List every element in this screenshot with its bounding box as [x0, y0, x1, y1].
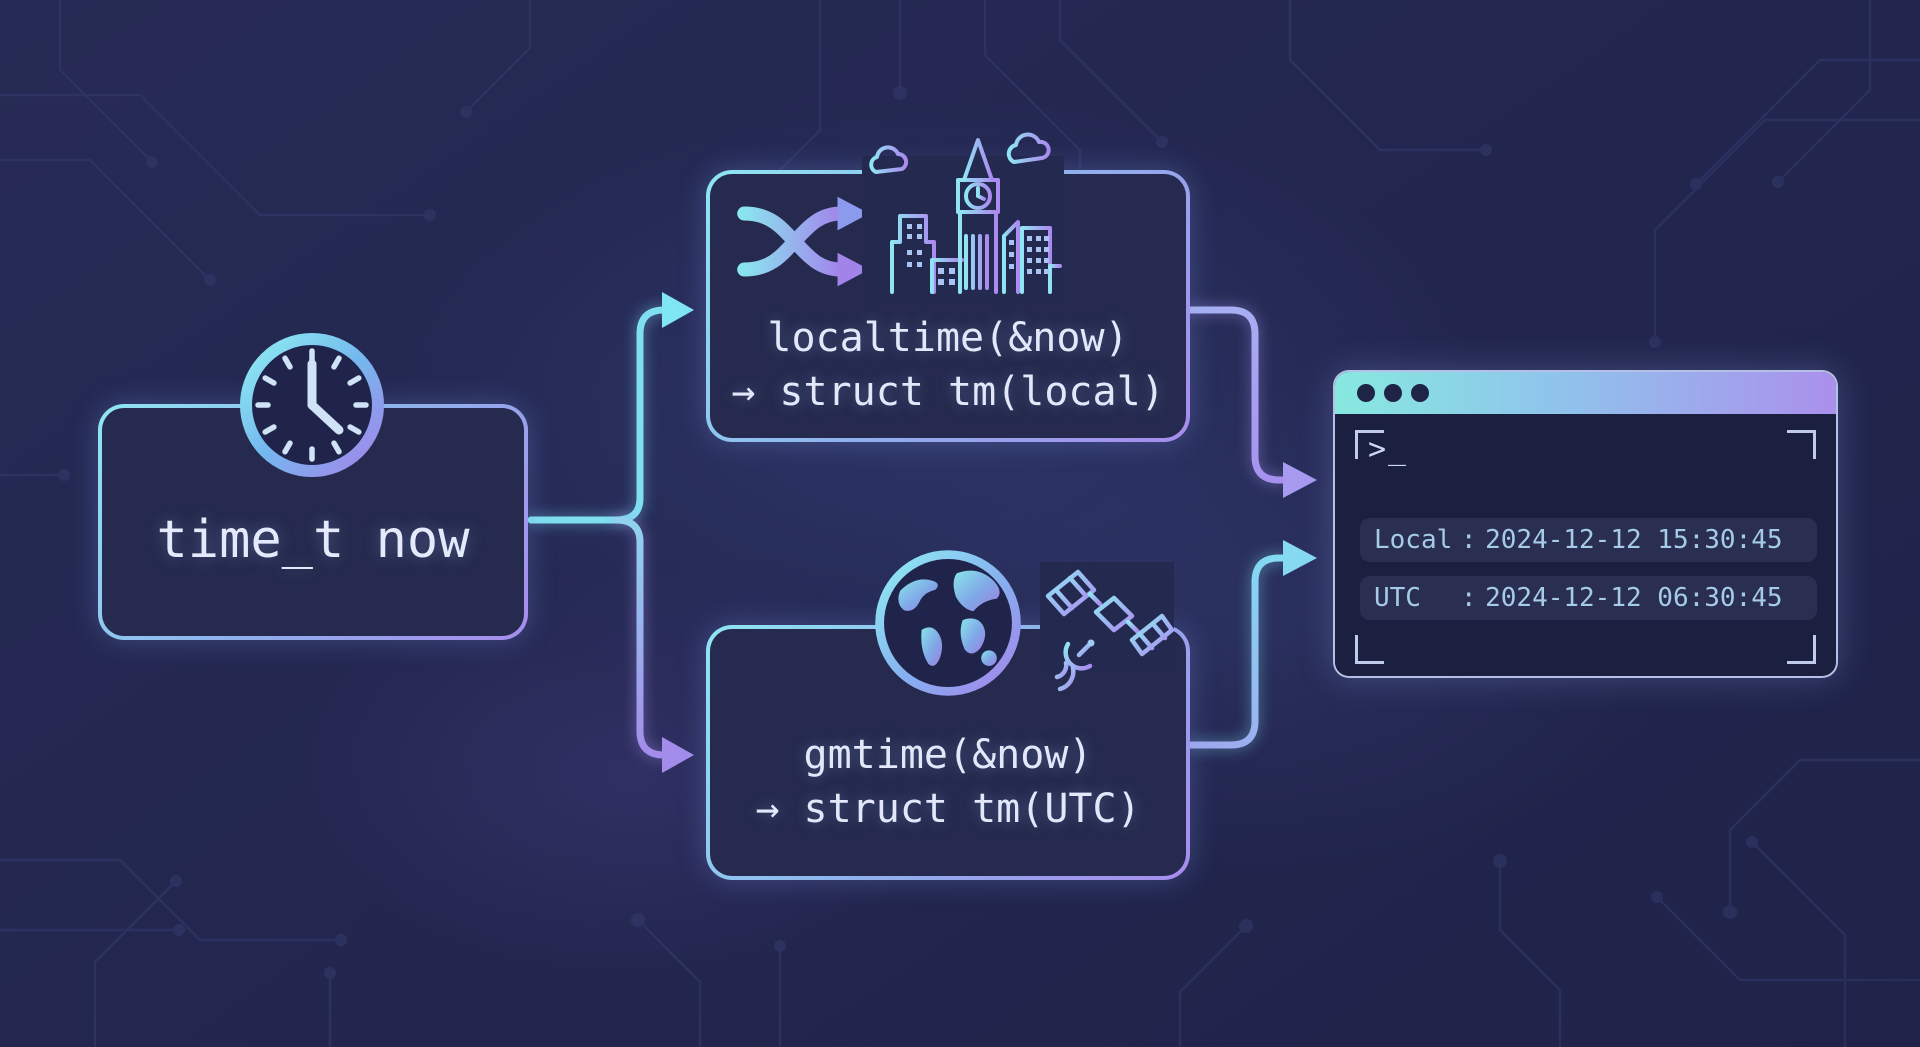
frame-corner-bottom-left-icon	[1355, 635, 1384, 664]
localtime-call-label: localtime(&now)	[767, 315, 1129, 361]
connector-top-to-terminal	[1187, 306, 1287, 484]
local-time-label: Local	[1374, 525, 1453, 555]
window-dot	[1384, 384, 1402, 402]
connector-split-top	[527, 306, 670, 524]
terminal-prompt: >_	[1368, 432, 1409, 467]
arrowhead-to-gmtime	[662, 737, 694, 773]
connector-bottom-to-terminal	[1187, 554, 1287, 749]
arrowhead-to-localtime	[662, 292, 694, 328]
city-skyline-icon	[862, 126, 1064, 300]
window-dot	[1357, 384, 1375, 402]
connector-split-bottom	[612, 516, 670, 759]
terminal-window: >_ Local:2024-12-12 15:30:45 UTC:2024-12…	[1333, 370, 1838, 678]
frame-corner-top-left-icon	[1355, 430, 1384, 459]
utc-time-value: 2024-12-12 06:30:45	[1485, 583, 1783, 613]
globe-icon	[875, 550, 1021, 696]
separator: :	[1460, 525, 1477, 555]
separator: :	[1460, 583, 1477, 613]
arrowhead-utc-output	[1283, 540, 1317, 576]
arrowhead-local-output	[1283, 462, 1317, 498]
window-dot	[1411, 384, 1429, 402]
clock-icon	[240, 333, 384, 477]
gmtime-result-label: → struct tm(UTC)	[755, 786, 1141, 832]
shuffle-icon	[737, 196, 870, 287]
terminal-body: >_ Local:2024-12-12 15:30:45 UTC:2024-12…	[1335, 414, 1836, 676]
local-time-value: 2024-12-12 15:30:45	[1485, 525, 1783, 555]
gmtime-call-label: gmtime(&now)	[803, 732, 1093, 778]
terminal-titlebar	[1335, 372, 1836, 414]
terminal-row-utc: UTC:2024-12-12 06:30:45	[1360, 576, 1817, 620]
satellite-icon	[1040, 562, 1175, 692]
time-t-now-label: time_t now	[156, 510, 470, 570]
frame-corner-top-right-icon	[1787, 430, 1816, 459]
frame-corner-bottom-right-icon	[1787, 635, 1816, 664]
utc-time-label: UTC	[1374, 583, 1421, 613]
localtime-result-label: → struct tm(local)	[731, 369, 1165, 415]
terminal-row-local: Local:2024-12-12 15:30:45	[1360, 518, 1817, 562]
